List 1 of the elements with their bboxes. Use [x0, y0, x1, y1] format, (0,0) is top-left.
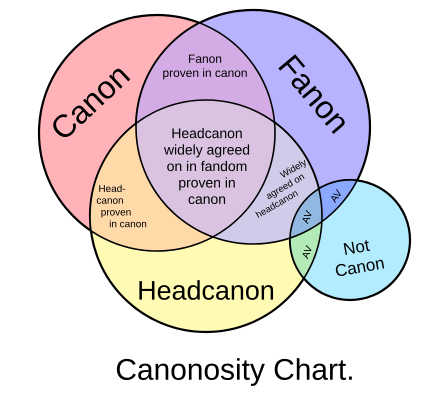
title: Canonosity Chart. [116, 358, 352, 386]
